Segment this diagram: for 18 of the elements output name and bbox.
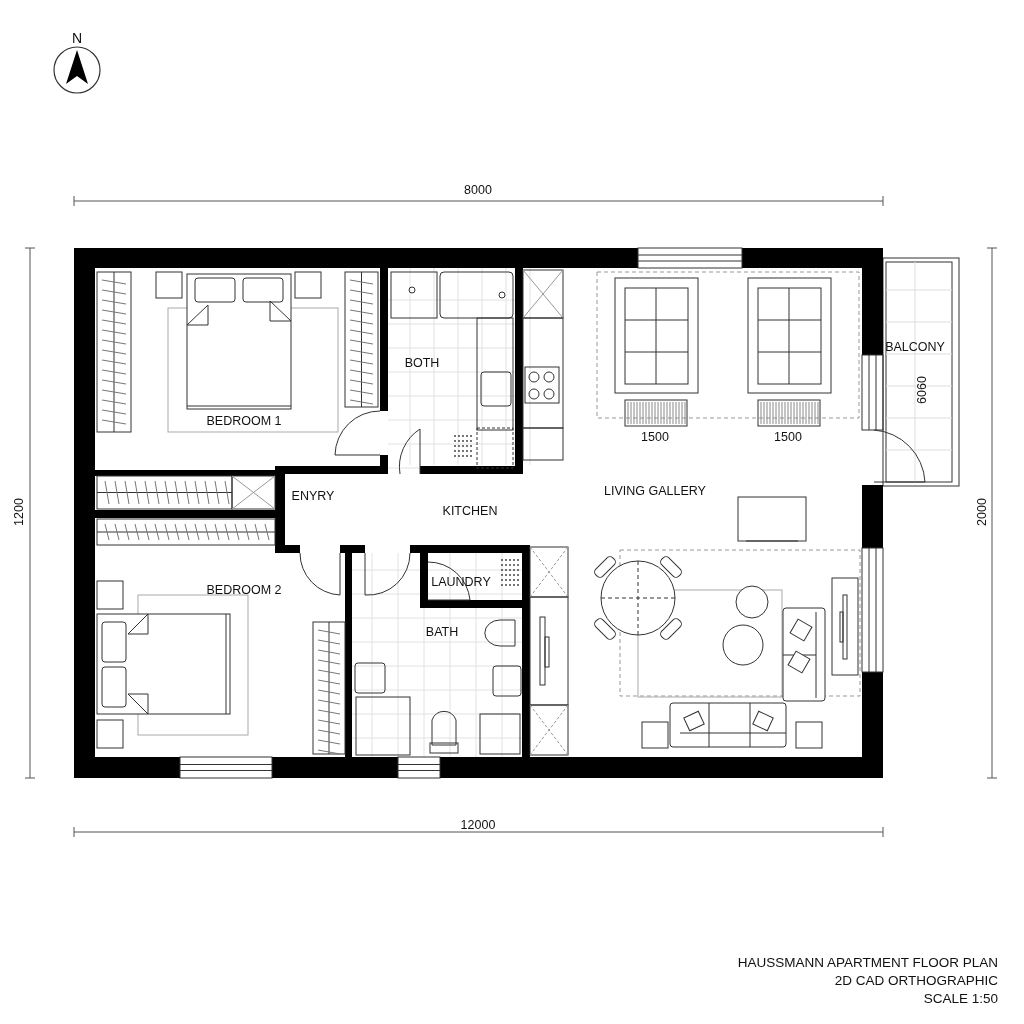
room-label: BEDROOM 1: [206, 414, 282, 428]
room-label: BALCONY: [885, 340, 945, 354]
room-label: BATH: [425, 625, 459, 639]
dimension-label: 1500: [641, 430, 669, 444]
dimension-label: 1500: [774, 430, 802, 444]
plan-title: HAUSSMANN APARTMENT FLOOR PLAN: [737, 956, 998, 970]
room-label: LIVING GALLERY: [604, 484, 706, 498]
dimension-label: 8000: [464, 183, 492, 197]
dimension-label: 6060: [915, 376, 929, 404]
room-label: LAUNDRY: [431, 575, 491, 589]
dimension-label: 12000: [460, 818, 496, 832]
room-label: KITCHEN: [442, 504, 498, 518]
north-label: N: [71, 31, 83, 45]
room-label: ENYRY: [291, 489, 335, 503]
drawing-subtitle: 2D CAD ORTHOGRAPHIC: [834, 974, 998, 988]
scale-note: SCALE 1:50: [923, 992, 998, 1006]
room-label: BEDROOM 2: [206, 583, 282, 597]
room-label: BOTH: [404, 356, 440, 370]
